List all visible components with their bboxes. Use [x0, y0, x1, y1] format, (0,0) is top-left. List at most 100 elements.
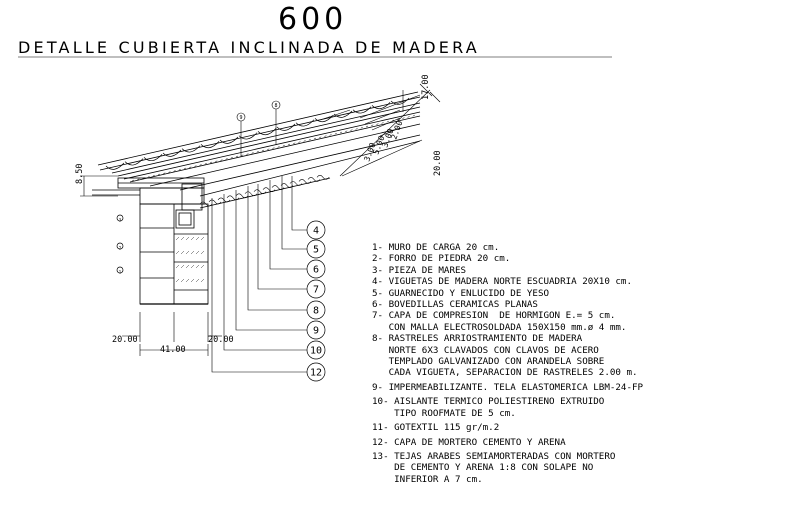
- hatch-mark: [152, 174, 155, 177]
- grain-stroke: [226, 195, 240, 201]
- legend-item-9: 9- IMPERMEABILIZANTE. TELA ELASTOMERICA …: [372, 381, 644, 393]
- callout-leader-4: [291, 176, 307, 231]
- callout-circle-2: [116, 242, 124, 250]
- wall-hatch-mark: [190, 250, 195, 255]
- wall-hatch-mark: [175, 250, 180, 255]
- callout-number-7: 7: [313, 285, 319, 296]
- callout-number-5: 5: [313, 245, 319, 256]
- roof-callout-number-9: 9: [239, 115, 242, 121]
- hatch-mark: [204, 162, 207, 165]
- legend-item-8-line-1: NORTE 6X3 CLAVADOS CON CLAVOS DE ACERO: [372, 344, 599, 356]
- wall-hatch-mark: [200, 250, 205, 255]
- legend-item-2: 2- FORRO DE PIEDRA 20 cm.: [372, 253, 511, 265]
- wall-hatch-mark: [200, 236, 205, 241]
- hatch-mark: [293, 142, 296, 145]
- arab-tiles: [105, 97, 410, 170]
- hatch-mark: [215, 160, 218, 163]
- tile-top-line: [97, 91, 419, 166]
- wall-hatch-mark: [175, 236, 180, 241]
- tile-scallop: [143, 154, 163, 162]
- slope-dimensions: [319, 83, 441, 177]
- grain-stroke: [253, 189, 267, 194]
- hatch-mark: [345, 130, 348, 133]
- callout-leader-6: [269, 180, 307, 270]
- wall-hatch-mark: [185, 236, 190, 241]
- legend-item-11: 11- GOTEXTIL 115 gr/m.2: [372, 422, 500, 434]
- hatch-mark: [199, 164, 202, 166]
- hatch-mark: [251, 152, 254, 154]
- tile-scallop: [314, 115, 334, 123]
- hatch-mark: [334, 132, 337, 135]
- hatch-mark: [137, 178, 140, 181]
- callout-number-3: 3: [119, 218, 122, 223]
- roof-callout-8: [271, 100, 281, 110]
- hatch-mark: [350, 129, 353, 131]
- legend-item-3: 3- PIEZA DE MARES: [372, 264, 467, 276]
- grain-stroke: [235, 193, 249, 199]
- legend-item-8-line-3: CADA VIGUETA, SEPARACION DE RASTRELES 2.…: [372, 367, 638, 379]
- tile-scallop: [295, 119, 315, 127]
- callout-circle-8: [306, 300, 326, 320]
- legend-item-12: 12- CAPA DE MORTERO CEMENTO Y ARENA: [372, 436, 566, 448]
- legend-item-8-line-2: TEMPLADO GALVANIZADO CON ARANDELA SOBRE: [372, 356, 605, 368]
- hatch-mark: [157, 173, 161, 176]
- hatch-mark: [287, 143, 291, 146]
- hatch-mark: [246, 153, 249, 155]
- hatch-mark: [163, 172, 166, 175]
- tile-scallop: [162, 149, 182, 157]
- wall-hatch: [175, 236, 205, 283]
- hatch-mark: [282, 144, 285, 147]
- legend-item-13-line-2: INFERIOR A 7 cm.: [372, 473, 483, 485]
- hatch-mark: [235, 155, 239, 158]
- wall-hatch-mark: [195, 250, 200, 255]
- hatch-mark: [303, 140, 306, 142]
- callout-number-12: 12: [310, 368, 322, 379]
- hatch-mark: [183, 167, 187, 170]
- dim-17: 17.00: [421, 74, 431, 100]
- tile-scallop: [105, 162, 125, 170]
- legend-item-8: 8- RASTRELES ARRIOSTRAMIENTO DE MADERA: [372, 333, 583, 345]
- hatch-mark: [407, 116, 410, 118]
- hatch-mark: [189, 166, 192, 169]
- eave-fascia: [92, 177, 205, 211]
- wall-hatch-mark: [195, 264, 200, 269]
- hatch-mark: [339, 131, 343, 134]
- wall-hatch-mark: [190, 264, 195, 269]
- hatch-mark: [178, 168, 181, 171]
- hatch-mark: [360, 126, 363, 129]
- wall-width-dims: [122, 312, 222, 356]
- wall-hatch-mark: [175, 264, 180, 269]
- dim-8-50: 8.50: [75, 164, 85, 184]
- eave-height-dim: [80, 175, 118, 197]
- legend-item-5: 5- GUARNECIDO Y ENLUCIDO DE YESO: [372, 287, 550, 299]
- grain-stroke: [316, 175, 330, 180]
- callout-number-10: 10: [310, 346, 322, 357]
- hatch-mark: [386, 120, 389, 123]
- legend-item-13-line-1: DE CEMENTO Y ARENA 1:8 CON SOLAPE NO: [372, 462, 594, 474]
- hatch-mark: [313, 137, 317, 140]
- hatch-mark: [412, 114, 415, 117]
- callout-circle-5: [306, 239, 326, 259]
- hatch-mark: [277, 146, 280, 148]
- callout-number-4: 4: [313, 226, 319, 237]
- hatch-mark: [261, 149, 265, 152]
- wall-hatch-mark: [200, 278, 205, 283]
- grain-stroke: [244, 191, 258, 197]
- wall-hatch-mark: [175, 278, 180, 283]
- callout-circle-10: [306, 340, 326, 360]
- hatch-mark: [324, 135, 327, 137]
- callout-number-6: 6: [313, 265, 319, 276]
- legend-item-10-line-1: TIPO ROOFMATE DE 5 cm.: [372, 407, 516, 419]
- callout-circle-1: [116, 266, 124, 274]
- hatch-mark: [355, 128, 358, 130]
- wall-hatch-mark: [185, 264, 190, 269]
- hatch-mark: [402, 117, 405, 119]
- legend-item-7: 7- CAPA DE COMPRESION DE HORMIGON E.= 5 …: [372, 310, 616, 322]
- callout-leader-7: [257, 184, 307, 290]
- grain-stroke: [262, 187, 276, 192]
- hatch-mark: [308, 138, 311, 141]
- callout-number-2: 2: [119, 246, 122, 251]
- hatch-mark: [298, 141, 301, 143]
